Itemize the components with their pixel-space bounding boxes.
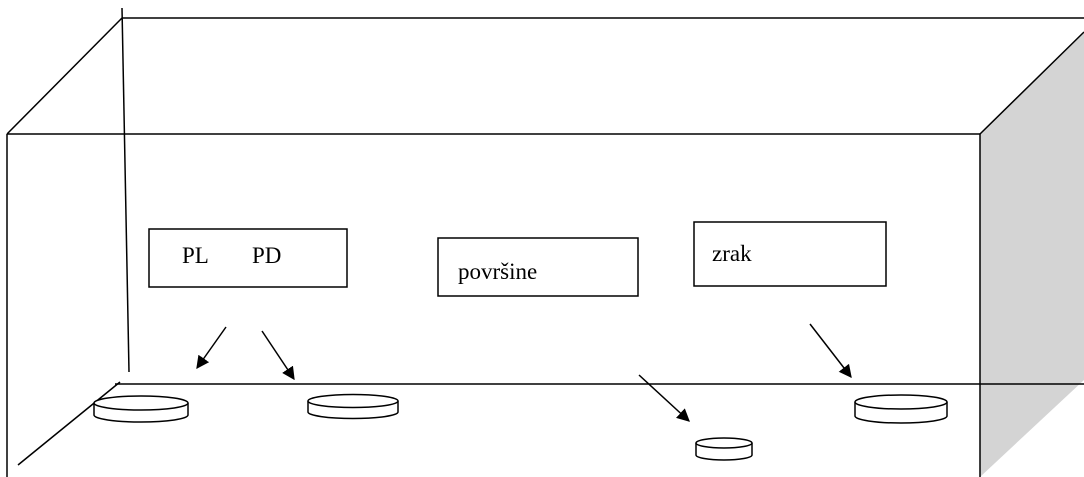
- label-box-air: [693, 221, 887, 287]
- label-air: zrak: [712, 241, 752, 266]
- arrow-air-to-dish: [809, 323, 852, 379]
- petri-dish-pl: [93, 395, 189, 423]
- box-floor-left-diagonal-edge: [17, 381, 121, 466]
- right-panel-top-edge: [979, 31, 1084, 135]
- label-surfaces: površine: [458, 259, 537, 284]
- petri-dish-pd: [307, 393, 399, 420]
- label-box-surfaces: [437, 237, 639, 297]
- petri-dish-air: [854, 394, 948, 424]
- box-top-left-diagonal-edge: [6, 17, 123, 135]
- arrow-pd-to-dish: [261, 330, 295, 381]
- petri-dish-surfaces: [695, 437, 753, 461]
- box-back-vertical-edge: [121, 7, 130, 373]
- arrow-surfaces-to-dish: [638, 374, 690, 422]
- label-pl: PL: [182, 243, 209, 268]
- label-pd: PD: [252, 243, 281, 268]
- label-box-pl-pd: [148, 228, 348, 288]
- arrow-pl-to-dish: [196, 326, 227, 370]
- box-right-side-panel: [980, 32, 1084, 477]
